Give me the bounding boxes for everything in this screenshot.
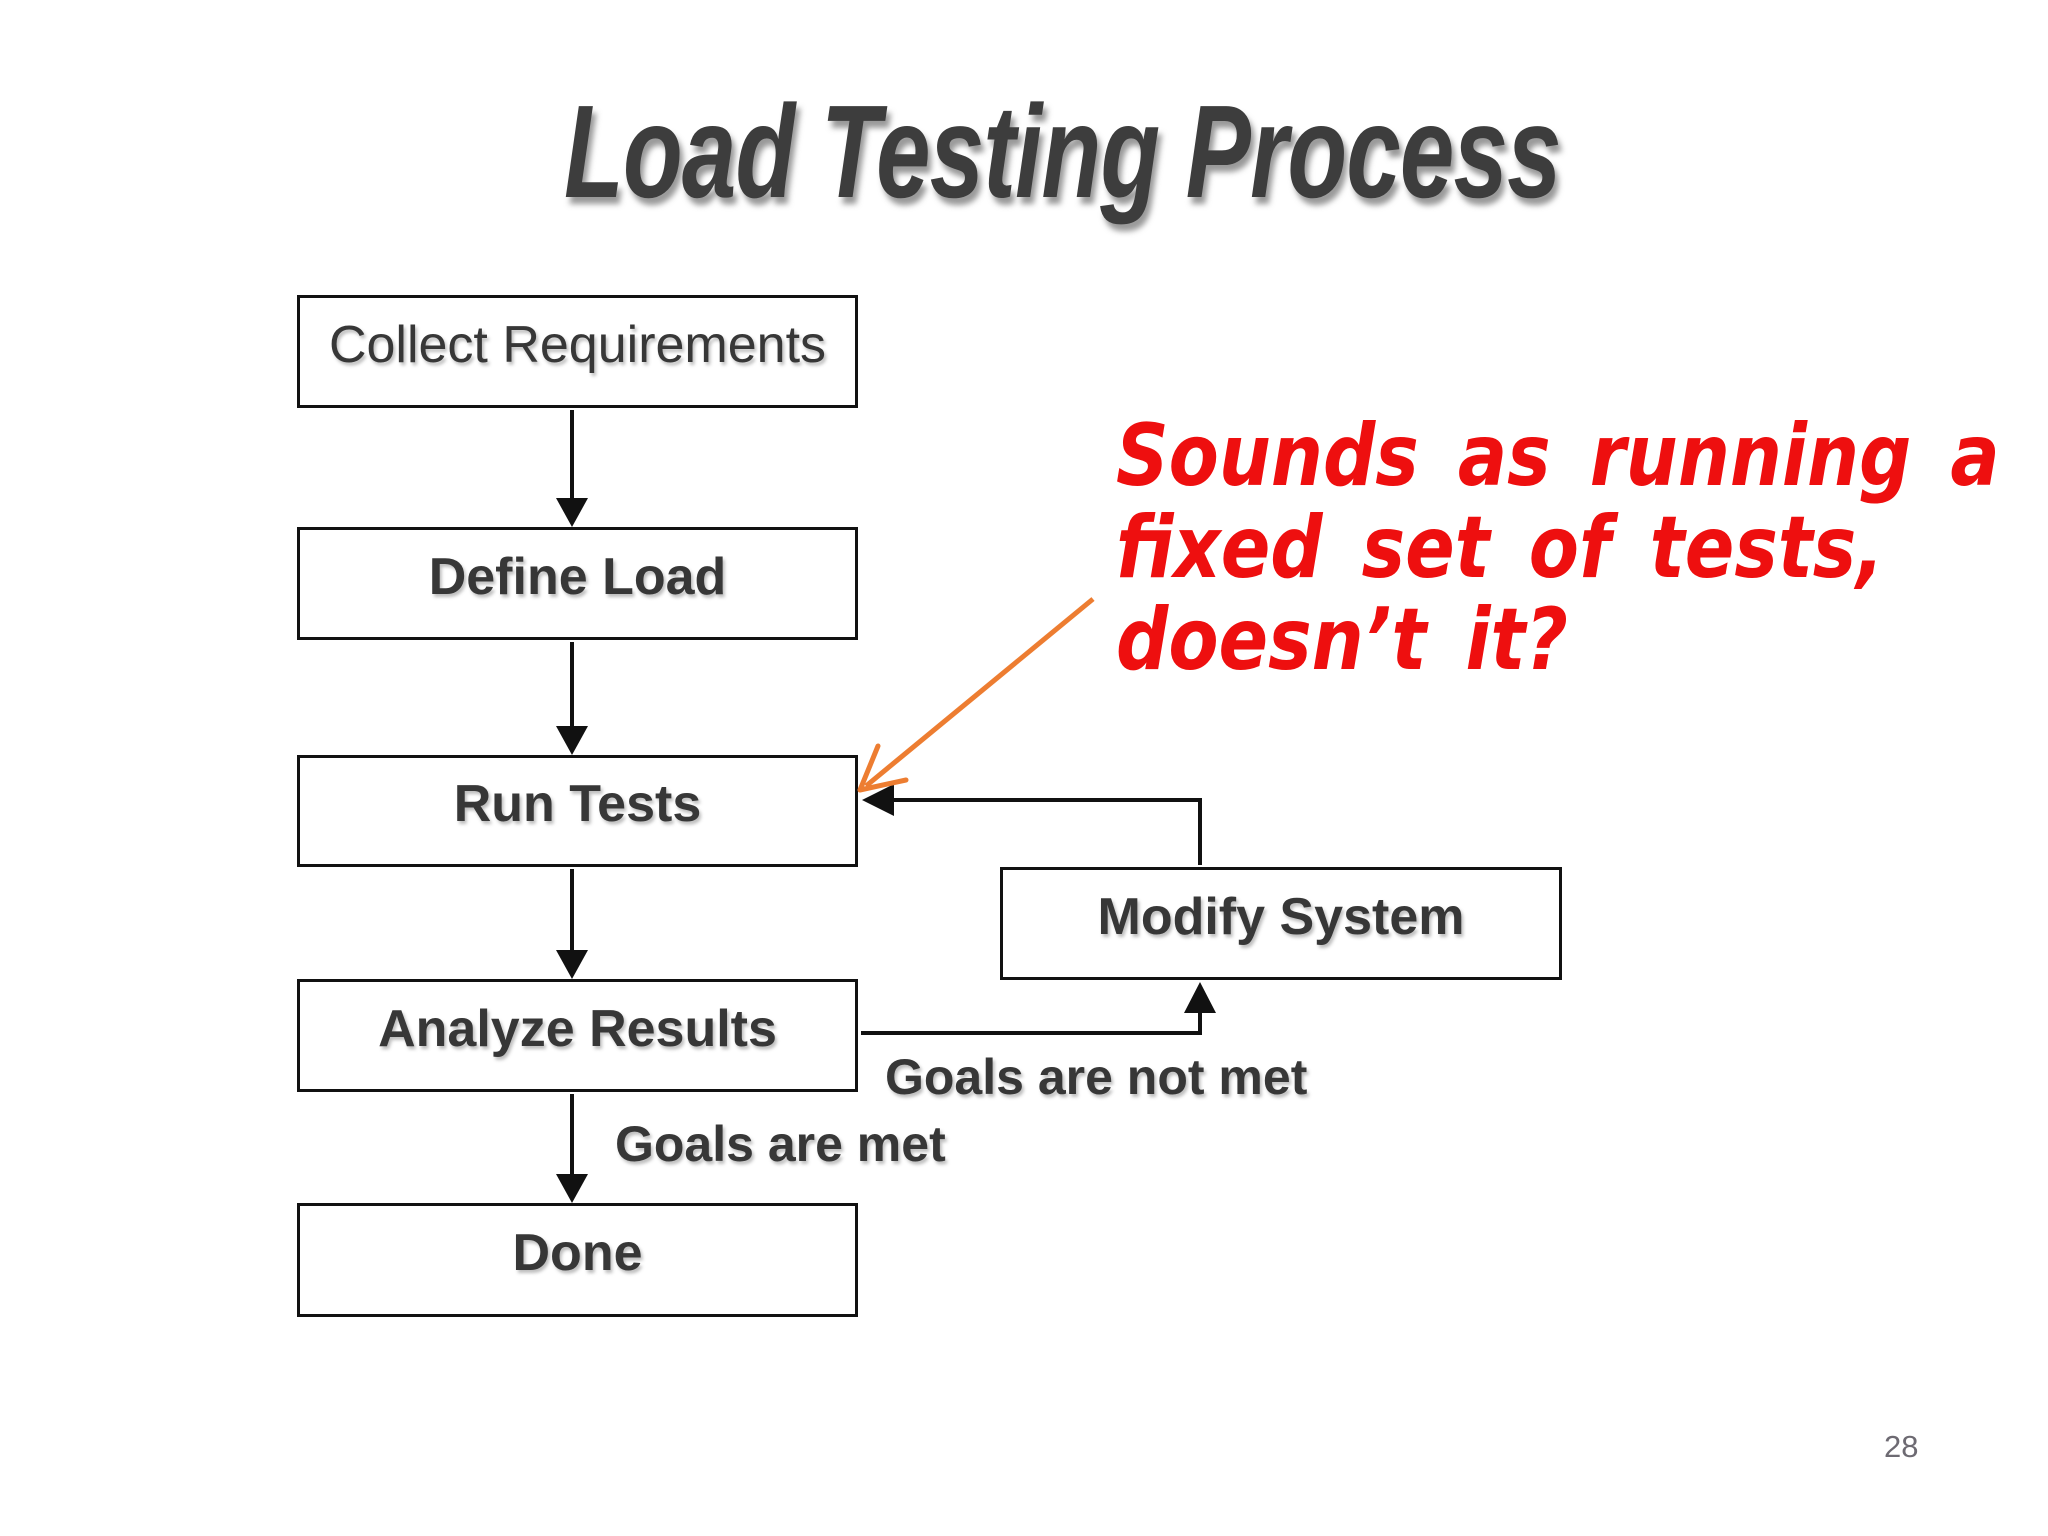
box-label-modify-system: Modify System [1097, 887, 1465, 946]
box-label-collect-requirements: Collect Requirements [328, 315, 827, 374]
flowchart-box-collect-requirements: Collect Requirements [297, 295, 858, 408]
flowchart-box-done: Done [297, 1203, 858, 1317]
annotation-red-note: Sounds as running a fixed set of tests, … [1116, 410, 2000, 686]
flowchart-box-run-tests: Run Tests [297, 755, 858, 867]
flowchart-box-modify-system: Modify System [1000, 867, 1562, 980]
annotation-line-3: doesn’t it? [1116, 590, 1568, 690]
arrow-run-to-analyze [556, 869, 588, 979]
slide-title: Load Testing Process [38, 86, 2048, 259]
slide-title-text: Load Testing Process [563, 78, 1561, 225]
edge-label-goals-met: Goals are met [615, 1116, 946, 1172]
callout-arrow-orange [857, 597, 1095, 793]
box-label-analyze-results: Analyze Results [378, 999, 777, 1058]
annotation-line-2: fixed set of tests, [1116, 498, 1885, 598]
arrow-collect-to-define [556, 410, 588, 527]
arrow-analyze-to-modify [861, 982, 1216, 1035]
flowchart-box-analyze-results: Analyze Results [297, 979, 858, 1092]
arrow-define-to-run [556, 642, 588, 755]
arrow-analyze-to-done [556, 1094, 588, 1203]
box-label-define-load: Define Load [428, 547, 727, 606]
edge-label-goals-not-met: Goals are not met [885, 1049, 1308, 1105]
box-label-done: Done [512, 1224, 643, 1282]
arrow-modify-to-run [862, 784, 1202, 865]
page-number: 28 [1884, 1429, 1919, 1464]
flowchart-box-define-load: Define Load [297, 527, 858, 640]
annotation-line-1: Sounds as running a [1116, 406, 2000, 506]
box-label-run-tests: Run Tests [453, 775, 702, 833]
